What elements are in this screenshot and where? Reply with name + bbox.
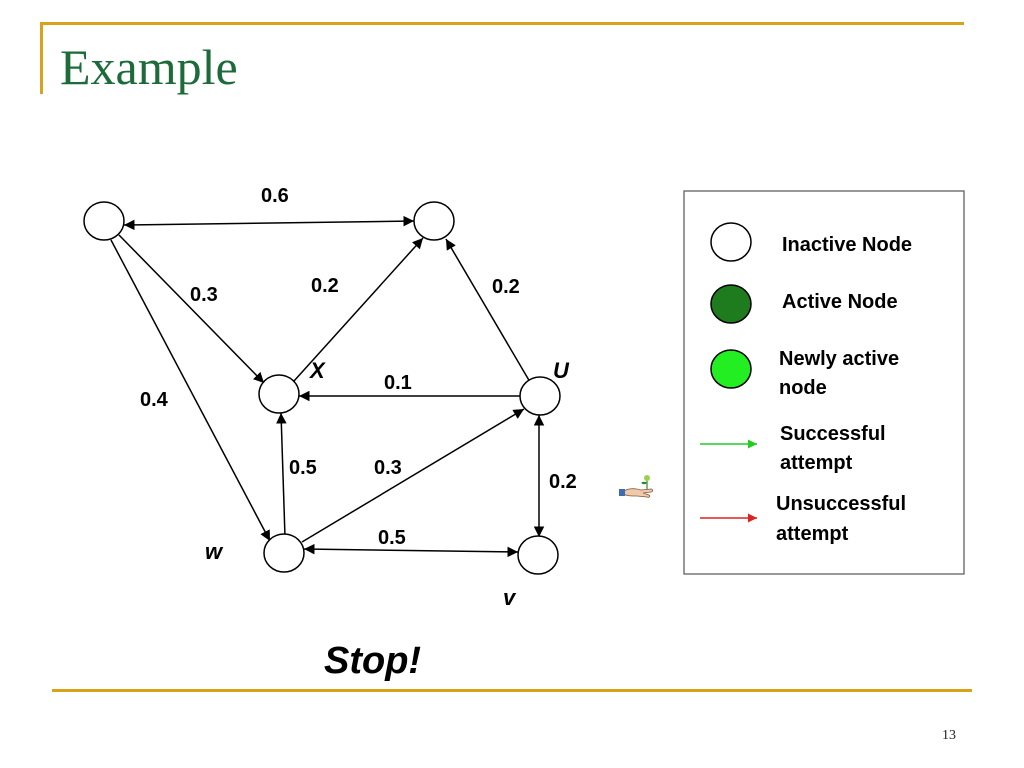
weight-w-u: 0.3 [374,457,402,479]
node-label-x: X [308,358,326,383]
legend-unsuccessful-label-2: attempt [776,523,849,545]
legend-successful-label-1: Successful [780,423,886,445]
edge-w-u [301,408,525,543]
weight-topleft-w: 0.4 [140,389,169,411]
weight-u-v: 0.2 [549,471,577,493]
footer-rule [52,689,972,692]
hand-with-flower-icon [617,474,661,502]
legend-inactive-node [710,222,752,262]
node-u [519,376,561,416]
edge-topleft-x [118,234,265,384]
weight-topleft-x: 0.3 [190,284,218,306]
edge-x-topright [293,237,424,382]
stop-text: Stop! [324,640,421,682]
weight-w-x: 0.5 [289,457,317,479]
legend-unsuccessful-label-1: Unsuccessful [776,493,906,515]
weight-u-x: 0.1 [384,372,412,394]
title-rule-horizontal [40,22,964,25]
edge-u-topright [445,238,531,383]
page-number: 13 [942,728,956,743]
edge-w-v [303,543,519,558]
weight-w-v: 0.5 [378,527,406,549]
slide-title: Example [60,39,238,95]
legend-newly-active-label-2: node [779,377,827,399]
node-v [517,535,559,575]
legend-active-label: Active Node [782,291,898,313]
weight-u-topright: 0.2 [492,276,520,298]
weight-topleft-topright: 0.6 [261,185,289,207]
weight-x-topright: 0.2 [311,275,339,297]
node-w [263,533,305,573]
legend-inactive-label: Inactive Node [782,234,912,256]
legend-successful-label-2: attempt [780,452,853,474]
node-label-w: w [205,539,224,564]
node-x [258,374,300,414]
node-top-right [413,201,455,241]
edge-topleft-w [110,239,271,542]
legend-newly-active-node [710,349,752,389]
node-label-v: v [503,585,517,610]
edge-w-x [276,412,287,538]
node-top-left [83,201,125,241]
title-rule-vertical [40,22,43,94]
legend-newly-active-label-1: Newly active [779,348,899,370]
node-label-u: U [553,358,570,383]
edge-topleft-topright [123,215,415,231]
legend-active-node [710,284,752,324]
